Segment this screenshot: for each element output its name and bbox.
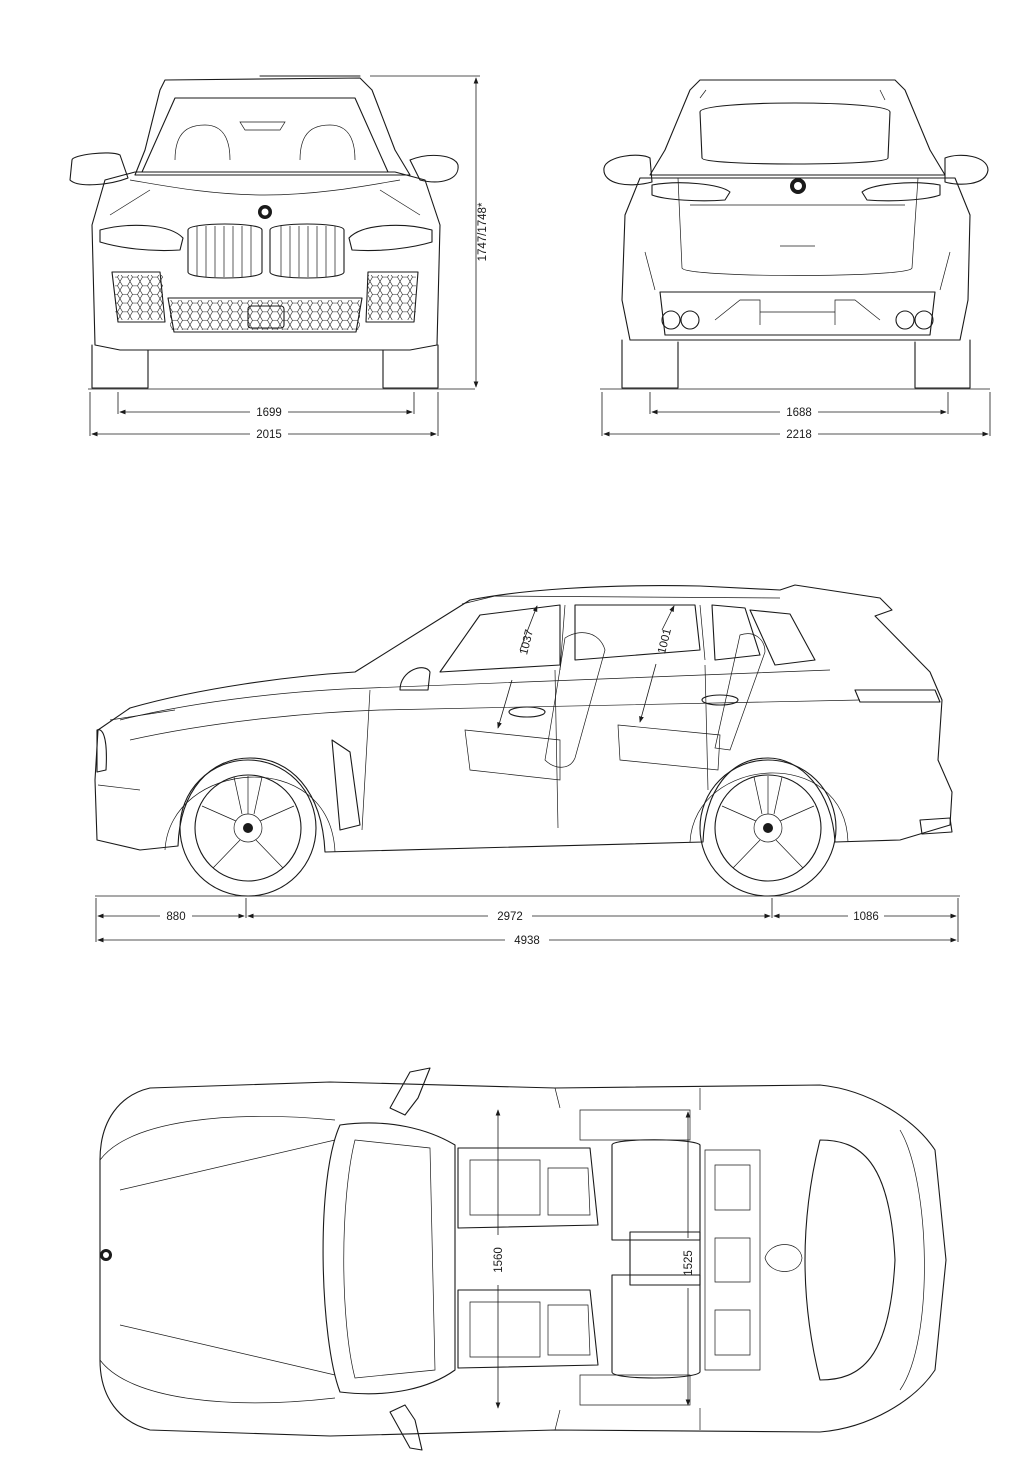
rear-track-label: 1688 [786, 407, 812, 419]
side-view [94, 584, 960, 942]
rear-width-dimension: 2218 [603, 429, 989, 441]
overall-length-dimension: 4938 [97, 935, 957, 947]
rear-shoulder-width-dimension: 1525 [683, 1111, 695, 1406]
overall-length-label: 4938 [514, 935, 540, 947]
rear-view [600, 79, 991, 436]
wheelbase-label: 2972 [497, 911, 523, 923]
front-overhang-dimension: 880 [97, 911, 245, 923]
front-width-dimension: 2015 [91, 429, 437, 441]
front-shoulder-width-label: 1560 [493, 1247, 505, 1273]
front-width-label: 2015 [256, 429, 282, 441]
front-height-dimension: 1747/1748* [370, 75, 489, 388]
rear-shoulder-width-label: 1525 [683, 1250, 695, 1276]
wheelbase-dimension: 2972 [247, 911, 771, 923]
top-view [99, 1067, 947, 1451]
front-track-label: 1699 [256, 407, 282, 419]
rear-overhang-dimension: 1086 [773, 911, 957, 923]
front-headroom-label: 1037 [518, 628, 536, 656]
front-track-dimension: 1699 [119, 407, 413, 419]
rear-track-dimension: 1688 [651, 407, 947, 419]
rear-width-label: 2218 [786, 429, 812, 441]
rear-headroom-label: 1001 [656, 627, 674, 655]
rear-overhang-label: 1086 [853, 911, 879, 923]
front-view [69, 75, 475, 436]
front-overhang-label: 880 [166, 911, 185, 923]
front-height-label: 1747/1748* [477, 202, 489, 261]
rear-headroom-dimension: 1001 [639, 605, 675, 723]
front-shoulder-width-dimension: 1560 [493, 1109, 505, 1409]
